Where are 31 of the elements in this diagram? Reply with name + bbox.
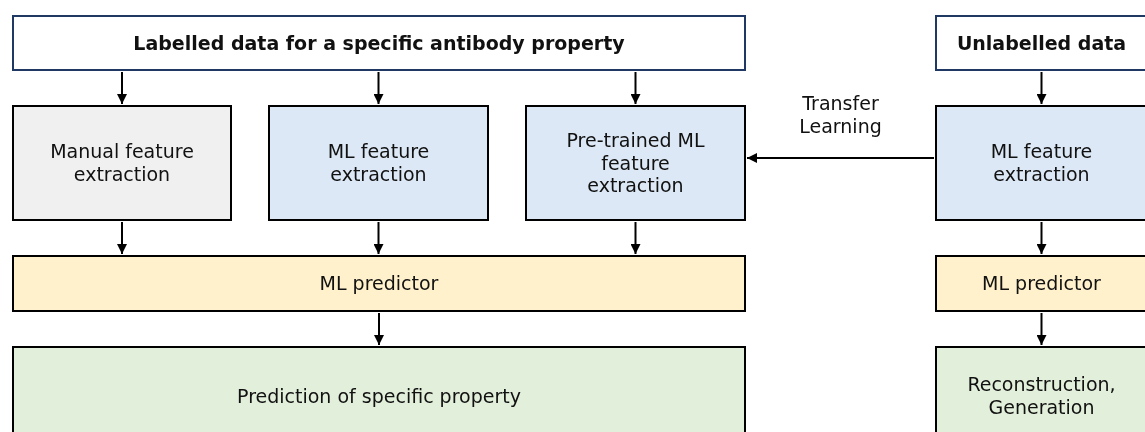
arrow [630,221,641,255]
box-label: ML predictor [981,272,1102,295]
heading-text: Unlabelled data [955,31,1128,55]
arrow [1036,221,1047,255]
process-box [268,105,489,221]
arrow [117,221,127,255]
output-box [935,346,1145,432]
arrow [374,312,384,346]
process-box [935,105,1145,221]
arrow [373,221,384,255]
arrow [746,153,935,163]
arrow [373,71,384,105]
box-label: Prediction of specific property [236,384,522,408]
box-label: ML predictor [318,272,440,295]
predictor-box [935,255,1145,312]
arrow [1036,312,1047,346]
box-label: ML feature extraction [989,140,1094,186]
data-header-box [935,15,1145,71]
process-box [12,105,232,221]
box-label: Manual feature extraction [49,140,195,186]
predictor-box [12,255,746,312]
box-label: Reconstruction, Generation [966,373,1117,419]
arrow [630,71,641,105]
arrow [1036,71,1047,105]
box-label: Pre-trained ML feature extraction [565,128,706,198]
process-box [525,105,746,221]
arrow [117,71,127,105]
output-box [12,346,746,432]
data-header-box [12,15,746,71]
heading-text: Labelled data for a specific antibody property [132,31,626,55]
box-label: ML feature extraction [326,140,431,186]
